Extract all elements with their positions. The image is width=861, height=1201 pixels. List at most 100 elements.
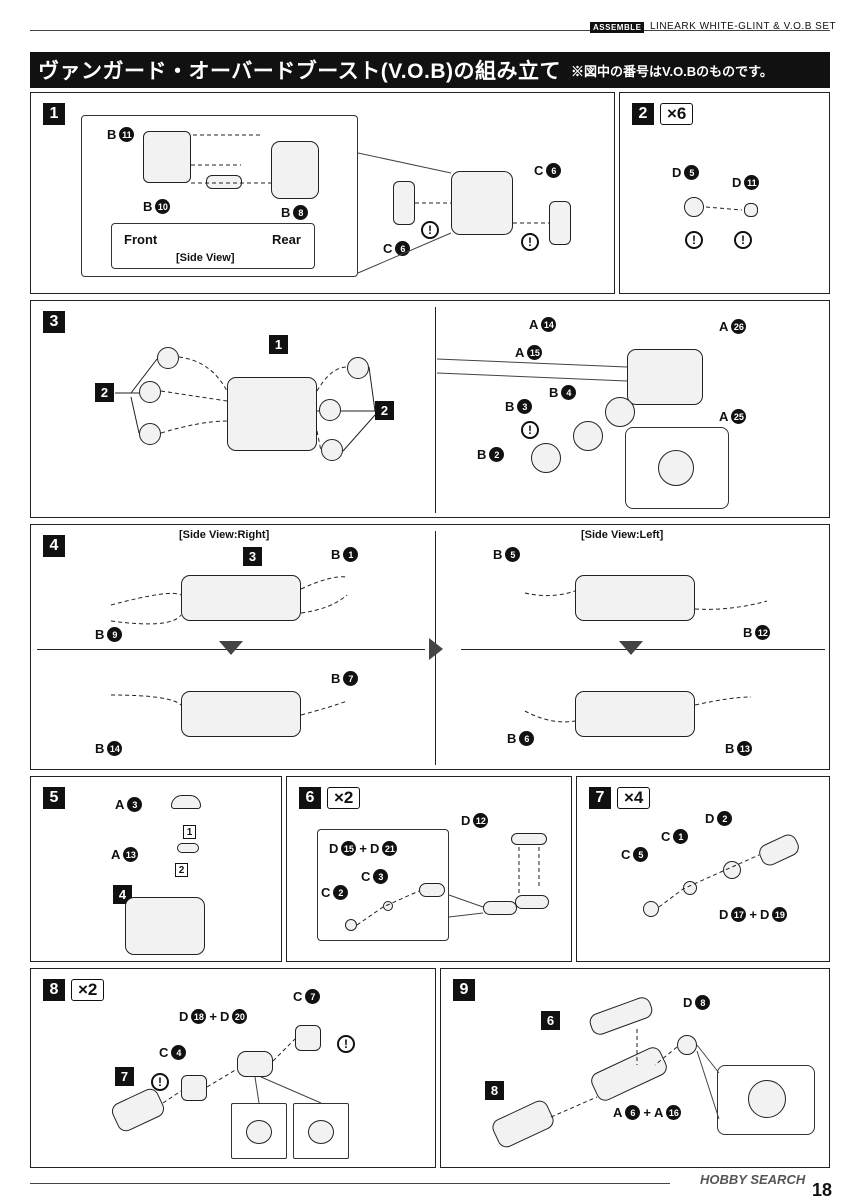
step-number: 9 [453, 979, 475, 1001]
arrow-down-icon [219, 641, 243, 655]
detail-part [246, 1120, 272, 1144]
barrel-pair [515, 895, 549, 909]
divider [461, 649, 825, 650]
part-step2-unit [139, 423, 161, 445]
part-step2-unit [319, 399, 341, 421]
booster-body [181, 575, 301, 621]
step-4-panel: 4 [Side View:Right] [Side View:Left] 3 B… [30, 524, 830, 770]
part-c5 [643, 901, 659, 917]
side-view-right-title: [Side View:Right] [179, 529, 270, 541]
step-3-assembly [227, 377, 317, 451]
caution-icon: ! [521, 233, 539, 251]
step-number: 3 [43, 311, 65, 333]
title-bar: ヴァンガード・オーバードブースト(V.O.B)の組み立て ※図中の番号はV.O.… [30, 52, 830, 88]
front-label: Front [124, 232, 158, 247]
part-c3 [383, 901, 393, 911]
part-c4 [181, 1075, 207, 1101]
step-1-assembly [451, 171, 513, 235]
part-a6-a16 [588, 1044, 670, 1104]
step-number: 4 [43, 535, 65, 557]
footer-rule [30, 1183, 670, 1184]
multiplier: ×4 [617, 787, 651, 809]
step-number: 5 [43, 787, 65, 809]
part-c2 [345, 919, 357, 931]
arrow-right-icon [429, 638, 443, 660]
side-view-title: [Side View] [176, 252, 235, 264]
step-number: 2 [632, 103, 654, 125]
part-b4 [605, 397, 635, 427]
ref-step-6: 6 [541, 1011, 560, 1030]
booster-body [181, 691, 301, 737]
caution-icon: ! [734, 231, 752, 249]
part-d18-d20 [237, 1051, 273, 1077]
step-8-unit [489, 1097, 557, 1151]
barrel-pair [483, 901, 517, 915]
part-c1 [683, 881, 697, 895]
detail-part [748, 1080, 786, 1118]
caution-icon: ! [337, 1035, 355, 1053]
part-c7 [295, 1025, 321, 1051]
ref-step-2-right: 2 [375, 401, 394, 420]
ref-step-3: 3 [243, 547, 262, 566]
rear-label: Rear [272, 232, 301, 247]
part-b8-booster [271, 141, 319, 199]
header-rule [30, 30, 830, 31]
part-d8 [677, 1035, 697, 1055]
detail-callout [625, 427, 729, 509]
step-number: 1 [43, 103, 65, 125]
order-step-2: 2 [175, 863, 188, 877]
part-d5 [684, 197, 704, 217]
part-d11 [744, 203, 758, 217]
part-b3 [573, 421, 603, 451]
caution-icon: ! [521, 421, 539, 439]
part-a3 [171, 795, 201, 809]
detail-part [658, 450, 694, 486]
part-a13 [177, 843, 199, 853]
multiplier: ×2 [71, 979, 105, 1001]
part-d15-d21 [419, 883, 445, 897]
watermark: HOBBY SEARCH [700, 1172, 806, 1187]
step-3-right-assembly [627, 349, 703, 405]
part-step2-unit [157, 347, 179, 369]
part-c6-right [549, 201, 571, 245]
part-c6-left [393, 181, 415, 225]
page-title: ヴァンガード・オーバードブースト(V.O.B)の組み立て [38, 60, 561, 83]
caution-icon: ! [421, 221, 439, 239]
assemble-tag: ASSEMBLE [590, 22, 645, 33]
part-b2 [531, 443, 561, 473]
ref-step-1: 1 [269, 335, 288, 354]
title-note: ※図中の番号はV.O.Bのものです。 [570, 63, 773, 79]
booster-body [575, 691, 695, 737]
